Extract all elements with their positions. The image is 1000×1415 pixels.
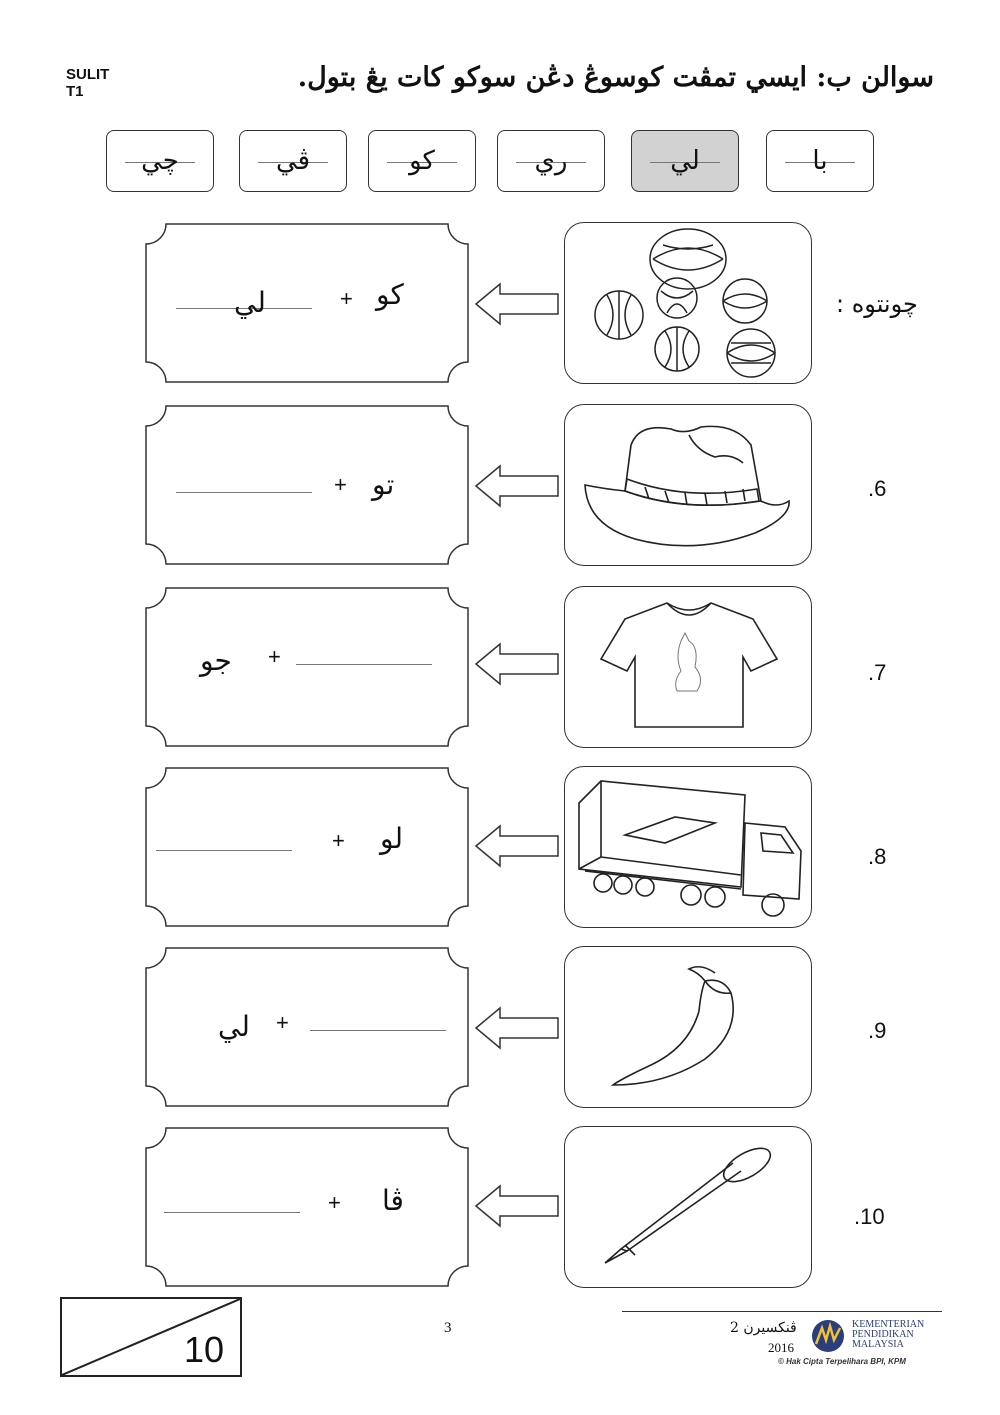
chili-icon [610,965,734,1086]
given-syllable: جو [200,644,232,677]
given-syllable: لو [380,822,403,855]
choice-ri[interactable]: ري [497,130,605,192]
ticket-frame [145,767,469,927]
plus-sign: + [276,1010,289,1035]
code-text: T1 [66,83,84,100]
nail-icon [604,1147,772,1264]
plus-sign: + [332,828,345,853]
choice-ko[interactable]: کو [368,130,476,192]
tshirt-icon [599,602,779,728]
ministry-line3: MALAYSIA [852,1339,904,1350]
truck-icon [578,780,802,917]
answer-filled: لي [234,286,266,319]
plus-sign: + [334,472,347,497]
choice-label: کو [409,146,435,176]
copyright-text: © Hak Cipta Terpelihara BPI, KPM [778,1357,906,1366]
given-syllable: کو [376,278,404,311]
footer-divider [622,1311,942,1312]
sulit-text: SULIT [66,66,110,83]
plus-sign: + [340,286,353,311]
question-number: .9 [868,1018,887,1043]
page-number: 3 [444,1320,452,1336]
choice-pi[interactable]: ڤي [239,130,347,192]
left-arrow-icon [474,1184,559,1228]
given-syllable: ڤا [382,1184,404,1217]
question-number: .7 [868,660,887,685]
answer-blank-line [176,308,312,309]
choice-ba[interactable]: با [766,130,874,192]
example-label: چونتوه : [836,290,918,318]
ministry-name: KEMENTERIAN PENDIDIKAN MALAYSIA [852,1320,924,1350]
hat-icon [584,425,790,547]
score-divider [62,1299,240,1375]
footer-subject: ڤنکسيرن 2 [730,1320,797,1336]
ticket-frame [145,1127,469,1287]
ticket-frame [145,223,469,383]
image-box-6 [564,404,812,566]
answer-blank-line[interactable] [164,1212,300,1213]
left-arrow-icon [474,642,559,686]
total-score: 10 [183,1329,224,1370]
image-box-example [564,222,812,384]
footer-year: 2016 [768,1340,794,1355]
answer-ticket-6: تو + [144,404,470,566]
question-number: .8 [868,844,887,869]
answer-ticket-9: لي + [144,946,470,1108]
answer-blank-line[interactable] [156,850,292,851]
image-box-8 [564,766,812,928]
answer-ticket-7: جو + [144,586,470,748]
left-arrow-icon [474,464,559,508]
left-arrow-icon [474,282,559,326]
answer-blank-line[interactable] [296,664,432,665]
left-arrow-icon [474,1006,559,1050]
given-syllable: لي [218,1010,250,1043]
score-box: 10 [60,1297,242,1377]
ticket-frame [145,947,469,1107]
given-syllable: تو [372,468,395,501]
choice-label: لي [670,146,700,176]
image-box-7 [564,586,812,748]
image-box-10 [564,1126,812,1288]
instruction-title: سوالن ب: ايسي تمڤت کوسوڠ دڠن سوکو کات يڠ… [297,62,934,93]
ministry-line2: PENDIDIKAN [852,1329,914,1340]
image-box-9 [564,946,812,1108]
sulit-label: SULIT T1 [66,66,109,100]
answer-ticket-10: ڤا + [144,1126,470,1288]
answer-blank-line[interactable] [310,1030,446,1031]
choice-label: با [812,146,828,176]
left-arrow-icon [474,824,559,868]
ticket-frame [145,587,469,747]
answer-blank-line[interactable] [176,492,312,493]
choice-li[interactable]: لي [631,130,739,192]
ticket-frame [145,405,469,565]
plus-sign: + [328,1190,341,1215]
choice-label: ري [534,146,568,176]
choice-chi[interactable]: چي [106,130,214,192]
ministry-logo-icon [812,1320,844,1352]
choice-label: چي [141,146,179,176]
answer-ticket-8: لو + [144,766,470,928]
ministry-line1: KEMENTERIAN [852,1319,925,1330]
marbles-icon [594,228,776,378]
answer-ticket-example: کو + لي [144,222,470,384]
choice-label: ڤي [275,146,311,176]
question-number: .10 [854,1204,885,1229]
question-number: .6 [868,476,887,501]
plus-sign: + [268,644,281,669]
